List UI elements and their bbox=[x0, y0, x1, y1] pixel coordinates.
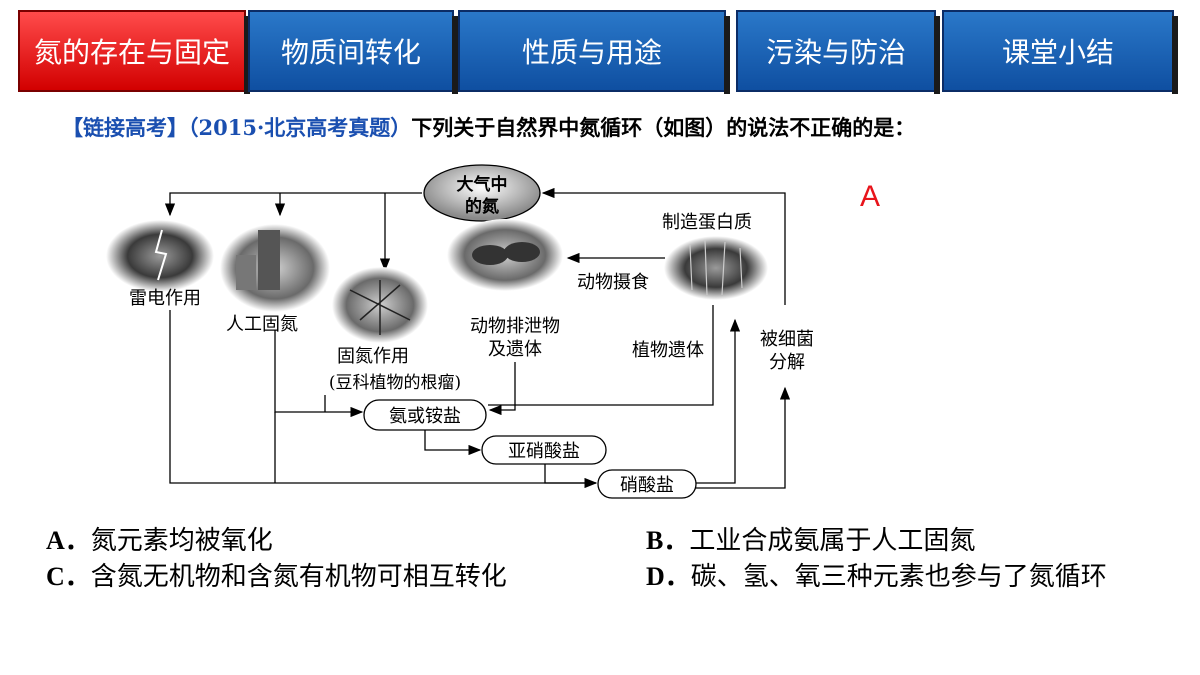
option-text: 工业合成氨属于人工固氮 bbox=[689, 526, 976, 556]
tab-label: 氮的存在与固定 bbox=[33, 36, 230, 69]
nitrate-label: 硝酸盐 bbox=[620, 475, 674, 496]
atmosphere-label-1: 大气中 bbox=[457, 174, 508, 195]
bacteria-label-2: 分解 bbox=[769, 352, 805, 373]
plant-remains-label: 植物遗体 bbox=[632, 340, 704, 361]
nitrite-label: 亚硝酸盐 bbox=[508, 441, 580, 462]
section-tabs: 氮的存在与固定 物质间转化 性质与用途 污染与防治 课堂小结 bbox=[18, 10, 1180, 94]
option-letter: C bbox=[46, 562, 65, 591]
option-letter: A bbox=[46, 526, 65, 555]
question-text: 下列关于自然界中氮循环（如图）的说法不正确的是： bbox=[411, 115, 916, 140]
bacteria-label-1: 被细菌 bbox=[760, 329, 814, 350]
option-c[interactable]: C．含氮无机物和含氮有机物可相互转化 bbox=[46, 562, 507, 592]
industrial-label: 人工固氮 bbox=[226, 314, 298, 335]
question-line: 【链接高考】（2015·北京高考真题）下列关于自然界中氮循环（如图）的说法不正确… bbox=[62, 112, 915, 142]
option-text: 含氮无机物和含氮有机物可相互转化 bbox=[90, 562, 507, 592]
protein-label: 制造蛋白质 bbox=[662, 212, 752, 233]
option-b[interactable]: B．工业合成氨属于人工固氮 bbox=[646, 526, 976, 556]
tab-properties[interactable]: 性质与用途 bbox=[458, 10, 730, 94]
animal-waste-label-2: 及遗体 bbox=[488, 339, 542, 360]
tab-nitrogen-existence[interactable]: 氮的存在与固定 bbox=[18, 10, 250, 94]
animal-eat-label: 动物摄食 bbox=[577, 272, 649, 293]
question-source: （2015·北京高考真题） bbox=[188, 115, 412, 140]
option-letter: B bbox=[646, 526, 664, 555]
tab-label: 性质与用途 bbox=[521, 36, 662, 69]
question-tag: 【链接高考】 bbox=[62, 115, 188, 140]
fixation-note: (豆科植物的根瘤) bbox=[329, 373, 461, 393]
option-text: 氮元素均被氧化 bbox=[90, 526, 273, 556]
answer-mark: A bbox=[860, 180, 881, 213]
tab-label: 课堂小结 bbox=[1001, 36, 1114, 69]
tab-pollution[interactable]: 污染与防治 bbox=[736, 10, 940, 94]
atmosphere-label-2: 的氮 bbox=[465, 196, 499, 217]
tab-summary[interactable]: 课堂小结 bbox=[942, 10, 1178, 94]
tab-label: 污染与防治 bbox=[765, 36, 906, 69]
tab-label: 物质间转化 bbox=[280, 36, 421, 69]
animal-waste-label-1: 动物排泄物 bbox=[470, 316, 560, 337]
fixation-label: 固氮作用 bbox=[337, 346, 409, 367]
ammonia-label: 氨或铵盐 bbox=[389, 406, 461, 427]
tab-conversion[interactable]: 物质间转化 bbox=[248, 10, 458, 94]
lightning-label: 雷电作用 bbox=[129, 288, 201, 309]
option-text: 碳、氢、氧三种元素也参与了氮循环 bbox=[690, 562, 1107, 592]
option-letter: D bbox=[646, 562, 665, 591]
option-a[interactable]: A．氮元素均被氧化 bbox=[46, 526, 273, 556]
option-d[interactable]: D．碳、氢、氧三种元素也参与了氮循环 bbox=[646, 562, 1107, 592]
